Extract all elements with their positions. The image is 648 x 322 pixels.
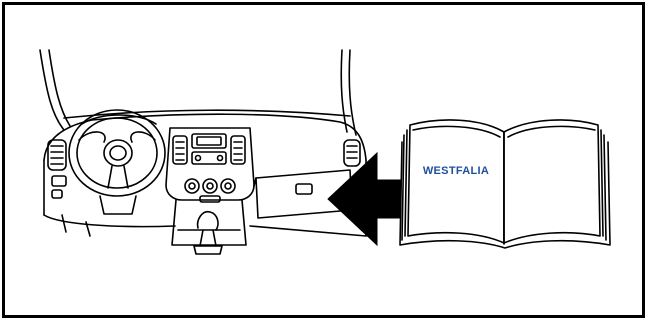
book-logo-text: WESTFALIA: [423, 165, 489, 177]
manual-book-drawing: [399, 119, 611, 249]
car-dashboard-drawing: [39, 49, 367, 255]
direction-arrow: [327, 151, 403, 247]
